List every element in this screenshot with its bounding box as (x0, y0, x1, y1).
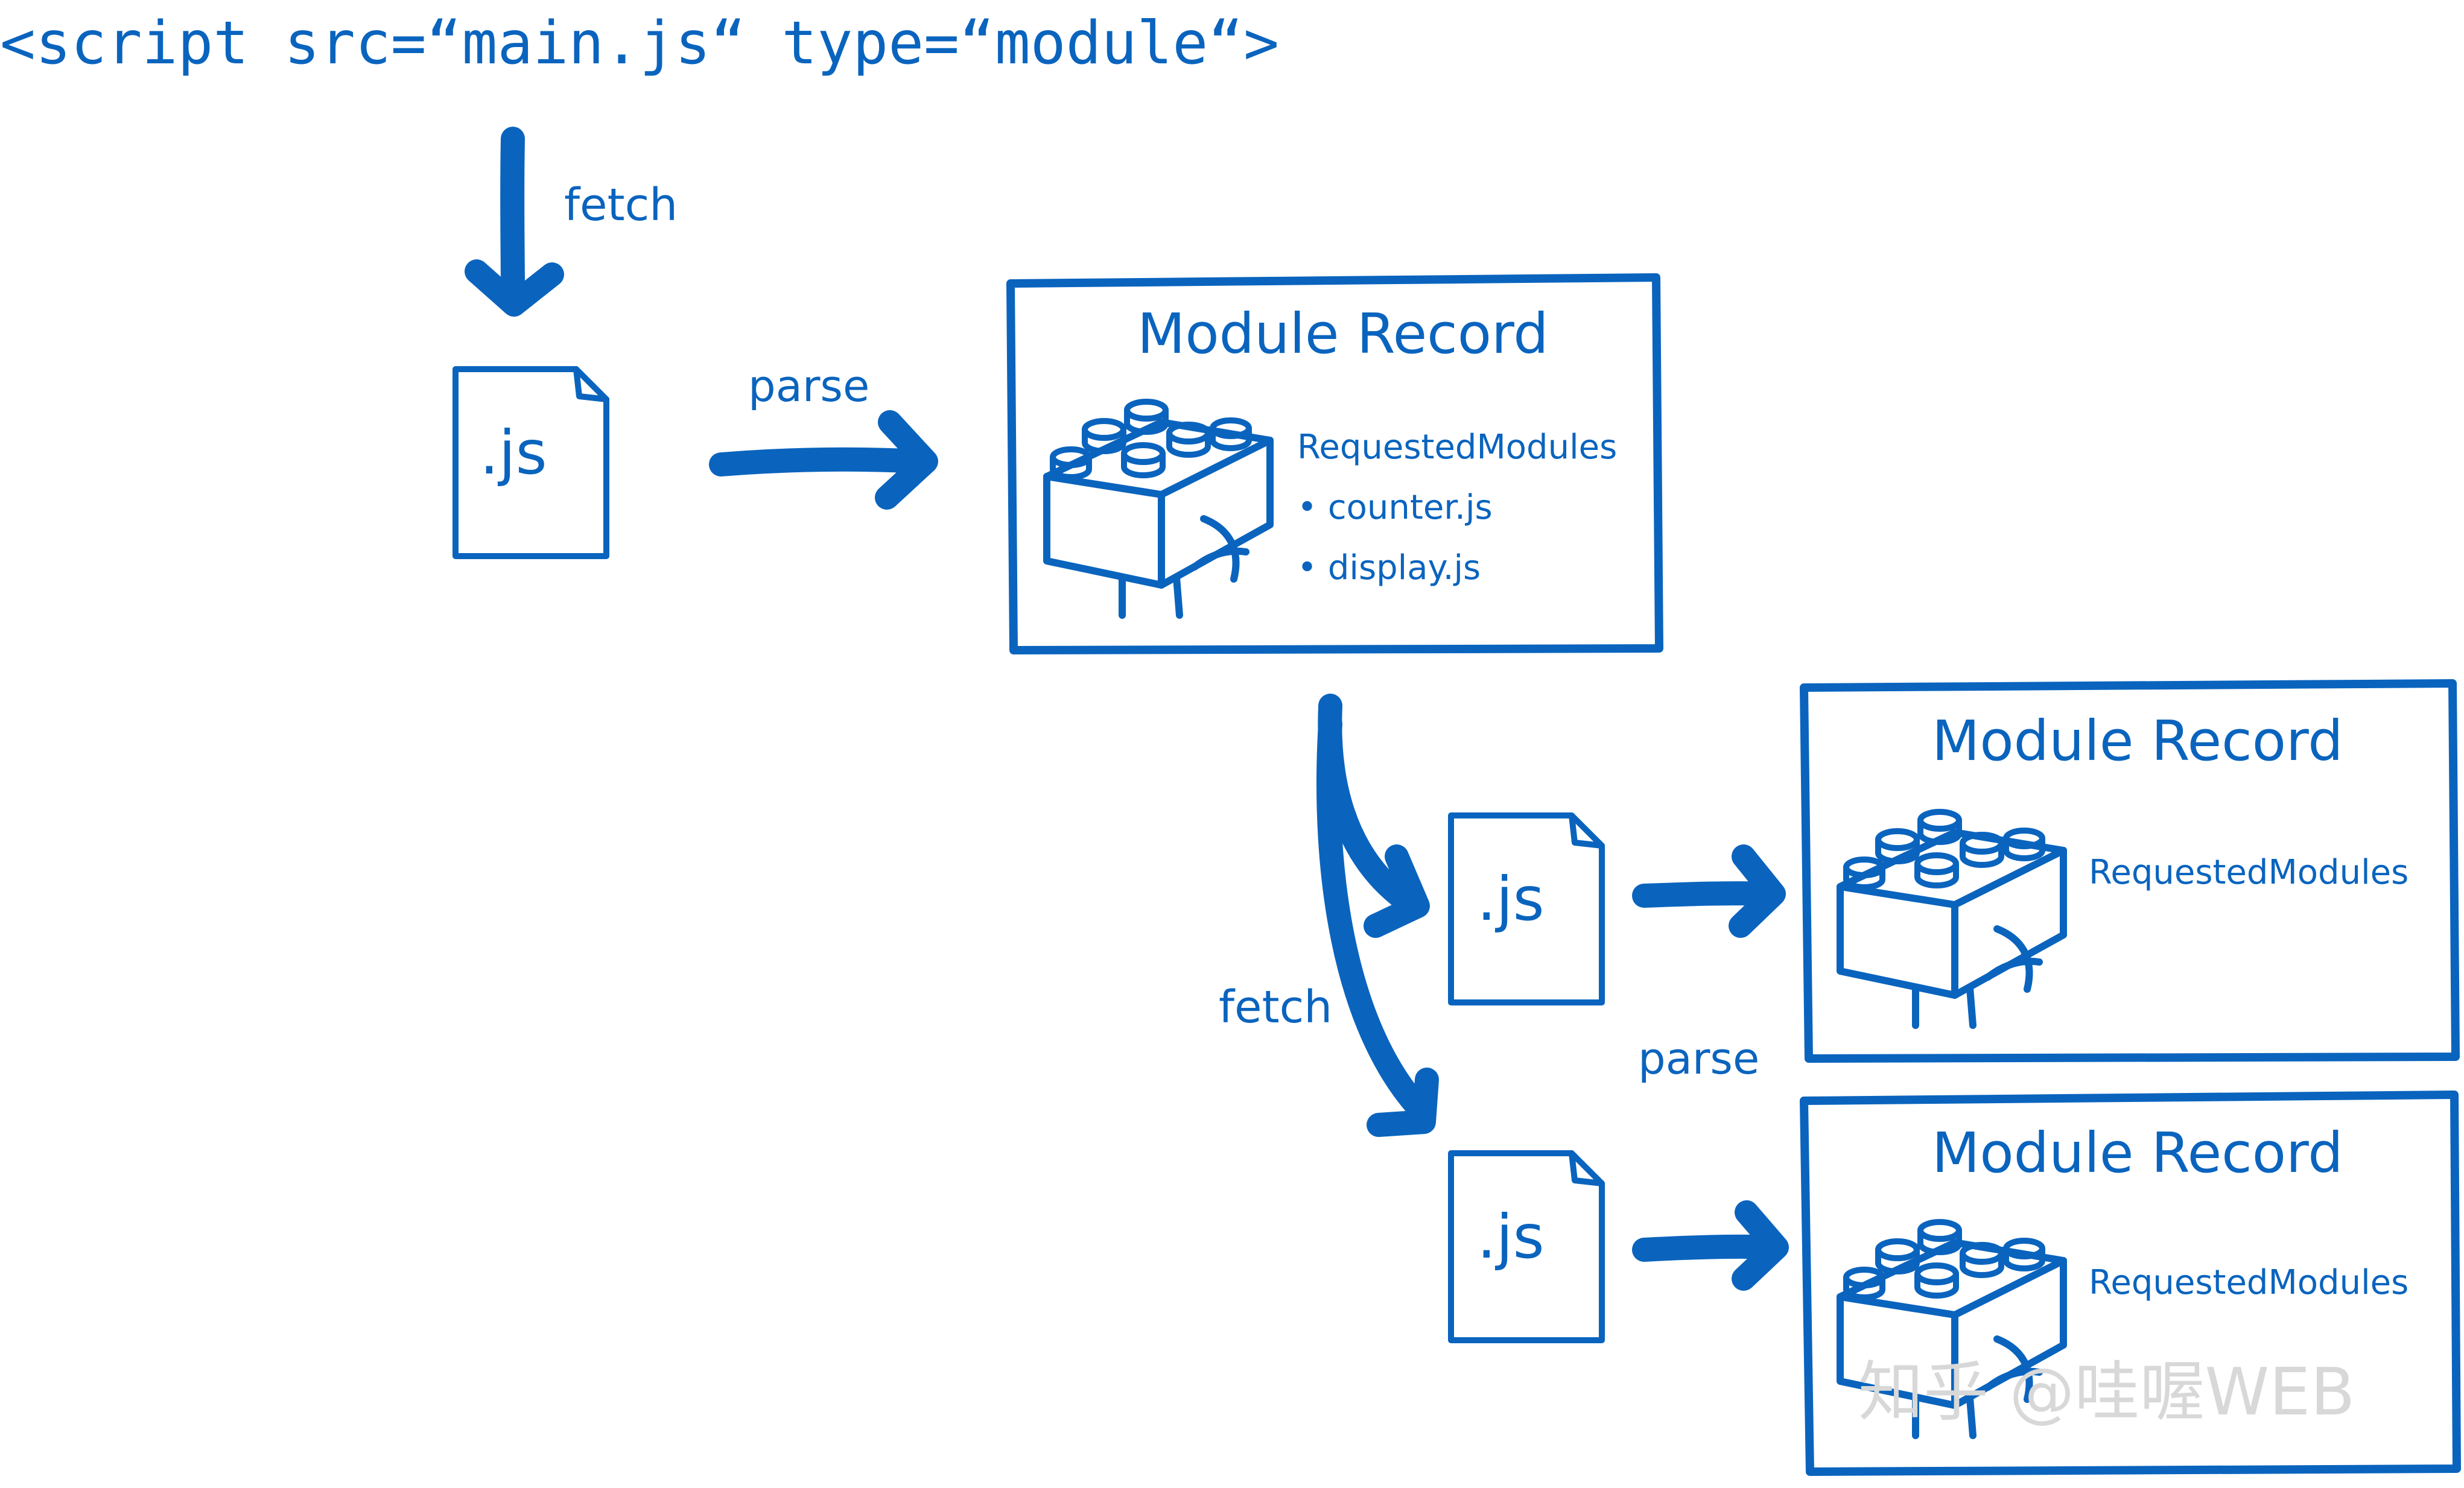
child-js-file-1-label: .js (1477, 864, 1545, 934)
child-record-1-requested-label: RequestedModules (2089, 853, 2408, 892)
main-module-record: Module Record RequestedModules • counter… (1006, 273, 1663, 654)
fetch-arrow-down-icon (465, 127, 564, 317)
branch-fetch-arrows-icon (1316, 694, 1439, 1137)
script-tag-text: <script src=“main.js“ type=“module“> (0, 9, 1279, 78)
top-parse-label: parse (748, 361, 869, 411)
watermark: 知乎 @哇喔WEB (1858, 1355, 2355, 1430)
child-record-2-title: Module Record (1932, 1121, 2343, 1185)
main-record-requested-label: RequestedModules (1297, 428, 1617, 467)
child-record-1-title: Module Record (1932, 709, 2343, 773)
parse-arrow-right-icon (709, 410, 938, 510)
child-module-record-2: Module Record RequestedModules (1800, 1091, 2461, 1476)
child-js-file-2-label: .js (1477, 1201, 1545, 1272)
child-record-1-lego-icon (1840, 812, 2063, 1025)
main-record-requested-item-2: • display.js (1297, 548, 1481, 587)
main-record-lego-icon (1047, 402, 1270, 615)
main-record-title: Module Record (1137, 302, 1549, 366)
child-parse-arrow-2-icon (1632, 1200, 1789, 1291)
main-record-requested-item-1: • counter.js (1297, 488, 1493, 527)
top-fetch-label: fetch (564, 179, 678, 231)
child-parse-label: parse (1638, 1033, 1759, 1084)
main-js-file-label: .js (480, 417, 547, 488)
child-module-record-1: Module Record RequestedModules (1800, 679, 2460, 1063)
branch-fetch-label: fetch (1219, 981, 1332, 1033)
child-parse-arrow-1-icon (1632, 844, 1786, 938)
child-record-2-requested-label: RequestedModules (2089, 1263, 2408, 1302)
